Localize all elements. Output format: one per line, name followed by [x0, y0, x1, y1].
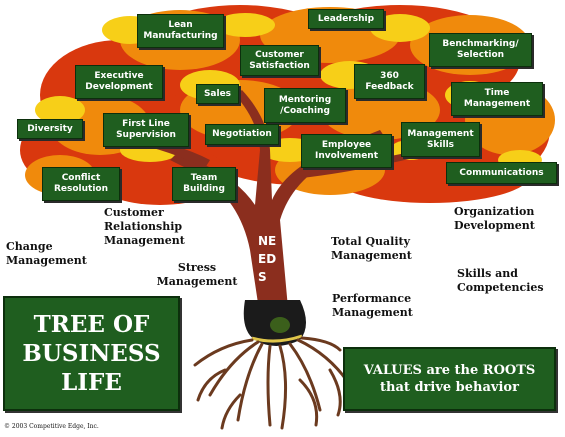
skill-box-diversity: Diversity	[17, 119, 83, 139]
roots	[193, 336, 352, 430]
skill-box-executive-development: Executive Development	[75, 65, 163, 99]
skill-box-team-building: Team Building	[172, 167, 236, 201]
skill-box-lean-manufacturing: Lean Manufacturing	[137, 14, 224, 48]
root-ball	[243, 300, 306, 346]
skill-box-management-skills: Management Skills	[401, 122, 480, 157]
topic-stress-management: Stress Management	[156, 261, 238, 288]
topic-change-management: Change Management	[6, 240, 87, 267]
topic-skills-and-competencies: Skills and Competencies	[457, 267, 544, 294]
skill-box-conflict-resolution: Conflict Resolution	[42, 167, 120, 201]
skill-box-sales: Sales	[196, 84, 239, 104]
skill-box-leadership: Leadership	[308, 9, 384, 29]
topic-total-quality-management: Total Quality Management	[331, 235, 412, 262]
topic-customer-relationship-management: Customer Relationship Management	[104, 206, 185, 247]
skill-box-mentoring-coaching: Mentoring /Coaching	[264, 88, 346, 123]
topic-organization-development: Organization Development	[454, 205, 535, 232]
topic-performance-management: Performance Management	[332, 292, 413, 319]
skill-box-time-management: Time Management	[451, 82, 543, 116]
skill-box-first-line-supervision: First Line Supervision	[103, 113, 189, 147]
skill-box-customer-satisfaction: Customer Satisfaction	[240, 45, 319, 76]
skill-box-benchmarking-selection: Benchmarking/ Selection	[429, 33, 532, 67]
trunk-label-needs: NE ED S	[258, 234, 277, 284]
skill-box-employee-involvement: Employee Involvement	[301, 134, 392, 168]
title-box: TREE OF BUSINESS LIFE	[3, 296, 180, 411]
skill-box-360-feedback: 360 Feedback	[354, 64, 425, 99]
skill-box-communications: Communications	[446, 162, 557, 184]
skill-box-negotiation: Negotiation	[205, 124, 279, 145]
copyright-notice: © 2003 Competitive Edge, Inc.	[4, 423, 99, 430]
values-caption-box: VALUES are the ROOTS that drive behavior	[343, 347, 556, 411]
